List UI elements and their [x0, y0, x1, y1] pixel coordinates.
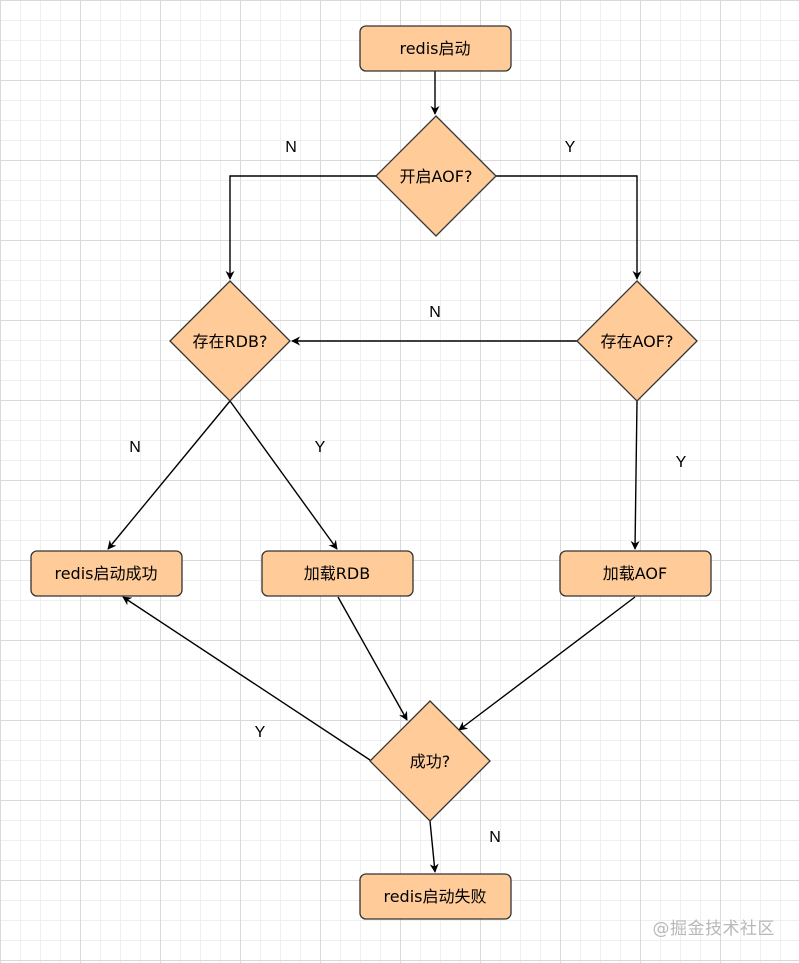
node-start: redis启动: [359, 25, 512, 72]
edge-aof-enabled-yes: [496, 175, 642, 280]
node-load-ok-label: 成功?: [410, 752, 451, 771]
node-aof-exists-label: 存在AOF?: [601, 332, 674, 351]
edge-label-aof-exists-no: N: [429, 304, 441, 321]
node-aof-enabled: 开启AOF?: [375, 115, 497, 237]
node-aof-exists: 存在AOF?: [576, 280, 698, 402]
edge-label-aof-exists-yes: Y: [676, 454, 687, 471]
node-rdb-exists: 存在RDB?: [169, 280, 291, 402]
edge-load-ok-yes: [122, 596, 371, 761]
edge-label-rdb-no: N: [129, 439, 141, 456]
node-success-label: redis启动成功: [54, 564, 157, 583]
node-load-rdb-label: 加载RDB: [304, 564, 370, 583]
node-load-aof-label: 加载AOF: [603, 564, 667, 583]
edges: [107, 71, 642, 873]
edge-load-aof-to-ok: [458, 596, 636, 731]
edge-label-rdb-yes: Y: [315, 439, 326, 456]
node-load-rdb: 加载RDB: [261, 550, 414, 597]
node-load-aof: 加载AOF: [559, 550, 712, 597]
edge-aof-exists-yes: [630, 400, 640, 550]
node-success: redis启动成功: [30, 550, 183, 597]
edge-load-ok-no: [429, 820, 439, 873]
edge-rdb-exists-no: [107, 400, 231, 550]
node-fail-label: redis启动失败: [383, 887, 486, 906]
watermark-text: @掘金技术社区: [652, 919, 775, 939]
edge-label-load-ok-yes: Y: [255, 724, 266, 741]
node-start-label: redis启动: [399, 39, 470, 58]
edge-aof-enabled-no: [225, 175, 376, 280]
edge-load-rdb-to-ok: [337, 596, 408, 721]
edge-label-load-ok-no: N: [489, 829, 501, 846]
edge-rdb-exists-yes: [229, 400, 338, 550]
node-aof-enabled-label: 开启AOF?: [400, 167, 473, 186]
node-fail: redis启动失败: [359, 873, 512, 920]
edge-label-aof-no: N: [285, 139, 297, 156]
node-rdb-exists-label: 存在RDB?: [193, 332, 268, 351]
edge-label-aof-yes: Y: [565, 139, 576, 156]
node-load-ok: 成功?: [369, 700, 491, 822]
edge-labels: N Y N N Y Y Y N: [129, 139, 686, 846]
